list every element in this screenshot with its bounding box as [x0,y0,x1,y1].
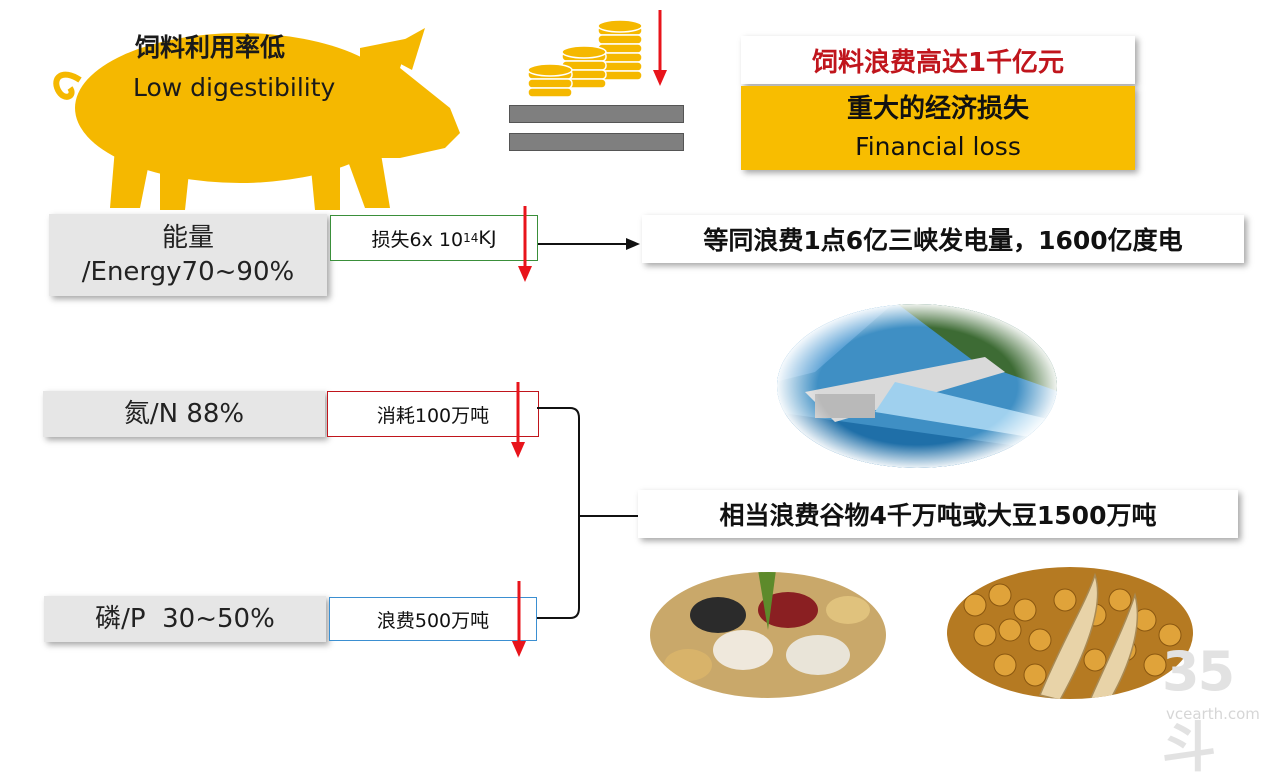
feed-waste-text: 饲料浪费高达1千亿元 [811,47,1065,78]
energy-down-arrow-icon [518,206,532,282]
dam-image [777,304,1057,468]
energy-loss-unit: KJ [478,227,497,249]
pig-title-zh: 饲料利用率低 [135,33,286,62]
bracket-connector [537,407,641,619]
energy-right-arrow-icon [538,238,640,250]
phosphorus-label: 磷/P 30~50% [95,604,275,634]
nitrogen-box: 氮/N 88% [43,391,325,437]
energy-result-text: 等同浪费1点6亿三峡发电量，1600亿度电 [703,226,1183,255]
phosphorus-box: 磷/P 30~50% [44,596,326,642]
nitrogen-label: 氮/N 88% [123,399,245,429]
feed-waste-box: 饲料浪费高达1千亿元 [741,36,1135,84]
grey-bar-bottom [509,133,684,151]
grain-result-text: 相当浪费谷物4千万吨或大豆1500万吨 [719,501,1157,530]
grains-image [650,572,886,698]
energy-result-box: 等同浪费1点6亿三峡发电量，1600亿度电 [642,215,1244,263]
nitrogen-consumption-text: 消耗100万吨 [376,404,490,427]
energy-box: 能量 /Energy70~90% [49,214,327,296]
soybeans-image [947,567,1193,699]
grain-result-box: 相当浪费谷物4千万吨或大豆1500万吨 [638,490,1238,538]
financial-loss-box: 重大的经济损失 Financial loss [741,86,1135,170]
phosphorus-waste-text: 浪费500万吨 [376,609,490,632]
energy-loss-exponent: 14 [463,231,479,245]
nitrogen-consumption-box: 消耗100万吨 [327,391,539,437]
energy-loss-prefix: 损失6x 10 [371,228,464,251]
pig-icon [53,28,460,210]
coins-icon [527,19,643,98]
phosphorus-down-arrow-icon [512,581,526,657]
nitrogen-down-arrow-icon [511,382,525,458]
down-arrow-icon [653,10,667,86]
phosphorus-waste-box: 浪费500万吨 [329,597,537,641]
watermark-site: vcearth.com [1166,705,1260,723]
financial-loss-zh: 重大的经济损失 [846,94,1029,124]
energy-label-en: /Energy70~90% [81,257,295,287]
pig-title-en: Low digestibility [133,73,336,102]
energy-label-zh: 能量 [161,223,214,253]
financial-loss-en: Financial loss [855,132,1021,161]
grey-bar-top [509,105,684,123]
